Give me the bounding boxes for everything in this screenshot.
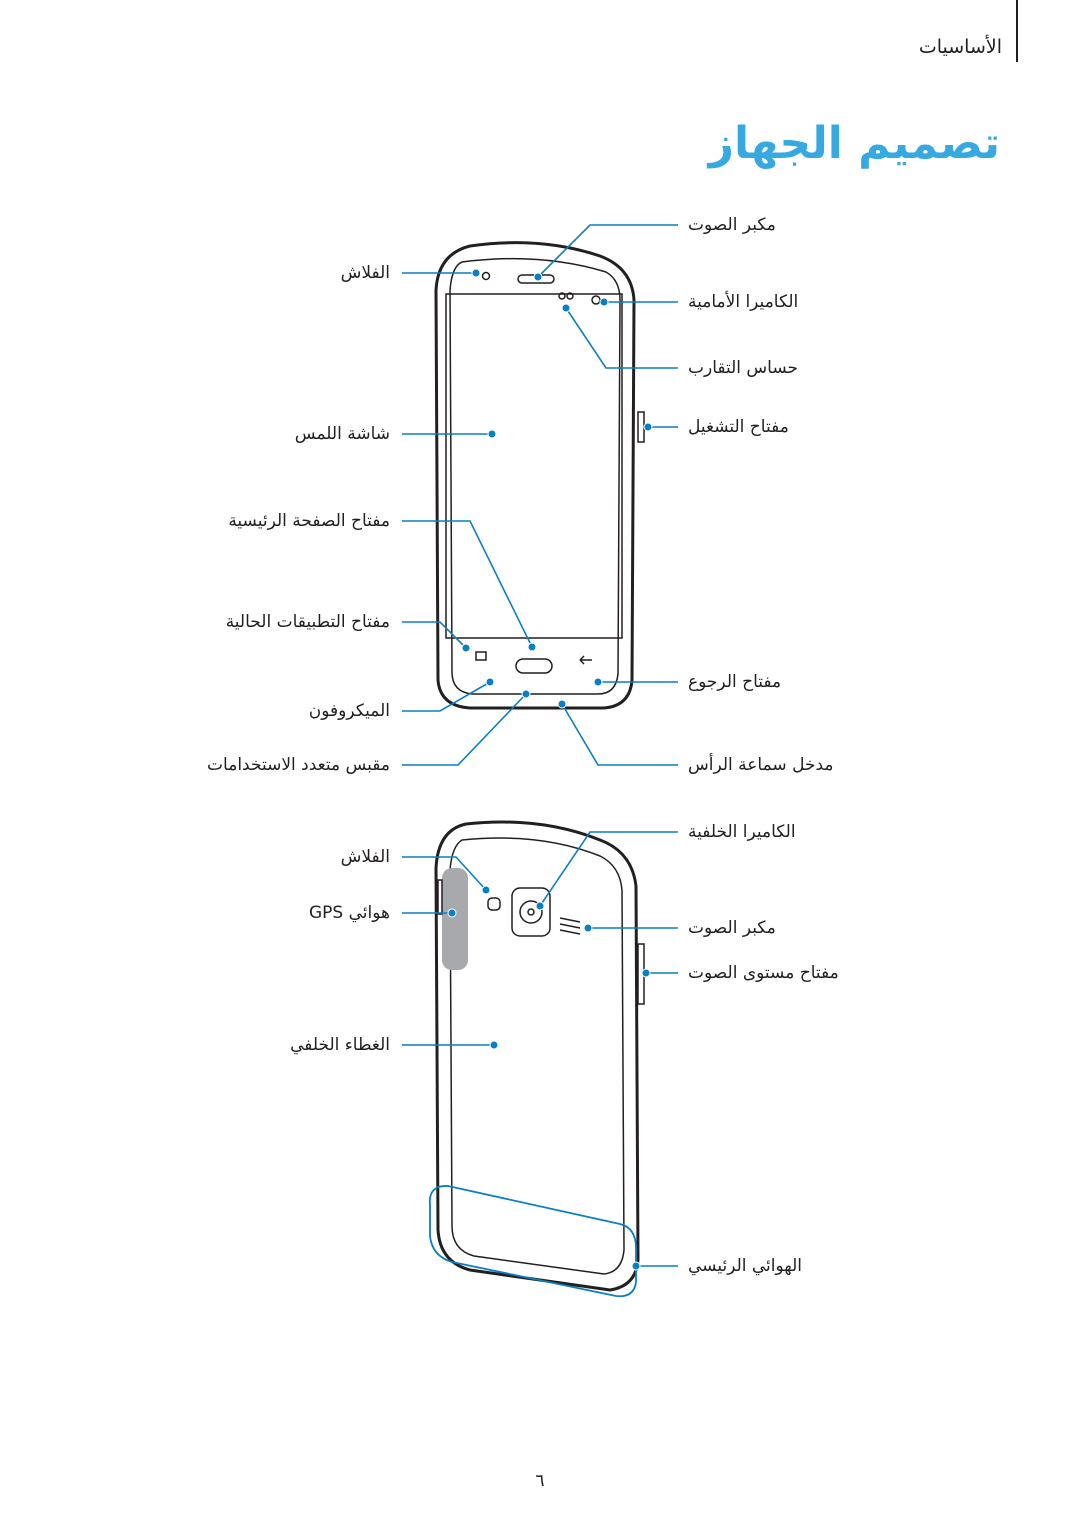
label-main-antenna: الهوائي الرئيسي — [688, 1256, 803, 1276]
label-power-key: مفتاح التشغيل — [688, 417, 789, 437]
rear-speaker-grille — [559, 917, 581, 935]
front-phone-outline — [434, 241, 645, 710]
label-touchscreen: شاشة اللمس — [294, 424, 390, 444]
label-headset-jack: مدخل سماعة الرأس — [688, 755, 834, 775]
label-rear-camera: الكاميرا الخلفية — [688, 822, 796, 842]
label-front-camera: الكاميرا الأمامية — [688, 292, 799, 312]
label-home-key: مفتاح الصفحة الرئيسية — [228, 511, 390, 531]
front-camera-icon — [591, 295, 601, 305]
back-key-icon — [579, 655, 592, 665]
label-rear-speaker: مكبر الصوت — [688, 918, 776, 938]
rear-flash-icon — [487, 897, 501, 911]
power-key-side — [637, 411, 645, 443]
label-recent-apps-key: مفتاح التطبيقات الحالية — [225, 612, 390, 632]
home-key-icon — [515, 658, 553, 674]
page-title: تصميم الجهاز — [708, 118, 1000, 169]
front-screen-area — [445, 293, 623, 639]
recent-apps-key-icon — [475, 651, 487, 661]
back-phone-outline — [428, 820, 645, 1298]
label-multipurpose-jack: مقبس متعدد الاستخدامات — [207, 755, 390, 775]
gps-antenna-area — [442, 868, 468, 970]
rear-camera-housing — [511, 887, 551, 937]
section-rule — [1016, 0, 1018, 62]
label-front-flash: الفلاش — [340, 263, 390, 283]
back-left-leaders — [402, 856, 499, 1050]
label-microphone: الميكروفون — [308, 701, 390, 721]
rear-camera-icon — [527, 908, 535, 916]
label-front-speaker: مكبر الصوت — [688, 215, 776, 235]
front-left-leaders — [402, 268, 537, 766]
page-number: ٦ — [535, 1471, 545, 1491]
main-antenna-area — [428, 1185, 637, 1298]
label-rear-flash: الفلاش — [340, 847, 390, 867]
label-back-cover: الغطاء الخلفي — [290, 1035, 390, 1055]
front-right-leaders — [533, 224, 678, 766]
back-right-leaders — [535, 831, 678, 1271]
label-proximity-sensor: حساس التقارب — [688, 358, 799, 378]
section-label: الأساسيات — [918, 36, 1002, 58]
label-back-key: مفتاح الرجوع — [688, 672, 782, 692]
label-gps-antenna: هوائي GPS — [309, 903, 390, 923]
proximity-sensor-icon — [558, 292, 566, 300]
front-flash-icon — [481, 271, 491, 281]
label-volume-key: مفتاح مستوى الصوت — [688, 963, 839, 983]
